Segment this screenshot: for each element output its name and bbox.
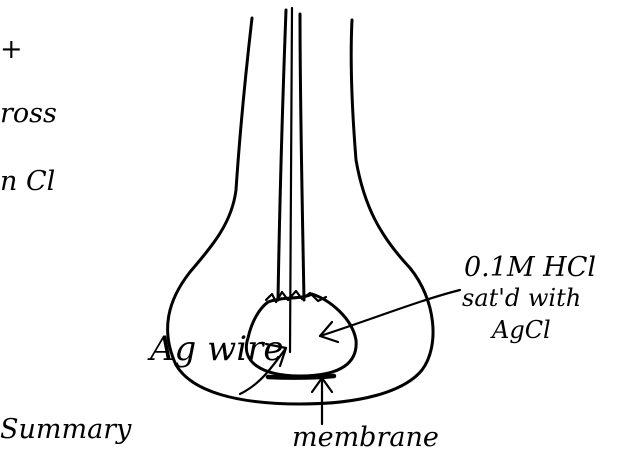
- inner-tube-left: [278, 10, 286, 300]
- membrane-label: membrane: [292, 422, 439, 453]
- solution-label-line2: sat'd with: [462, 284, 581, 312]
- left-partial-text-4: Summary: [0, 414, 132, 445]
- silver-wire: [290, 8, 292, 352]
- left-partial-text-3: n Cl: [0, 166, 55, 197]
- inner-tube-right: [300, 14, 304, 300]
- wire-label: Ag wire: [147, 329, 283, 369]
- left-partial-text-2: ross: [0, 98, 57, 129]
- membrane-line: [268, 376, 334, 378]
- left-partial-text-1: +: [0, 34, 23, 65]
- solution-label-line3: AgCl: [490, 316, 551, 344]
- solution-label-line1: 0.1M HCl: [464, 252, 596, 283]
